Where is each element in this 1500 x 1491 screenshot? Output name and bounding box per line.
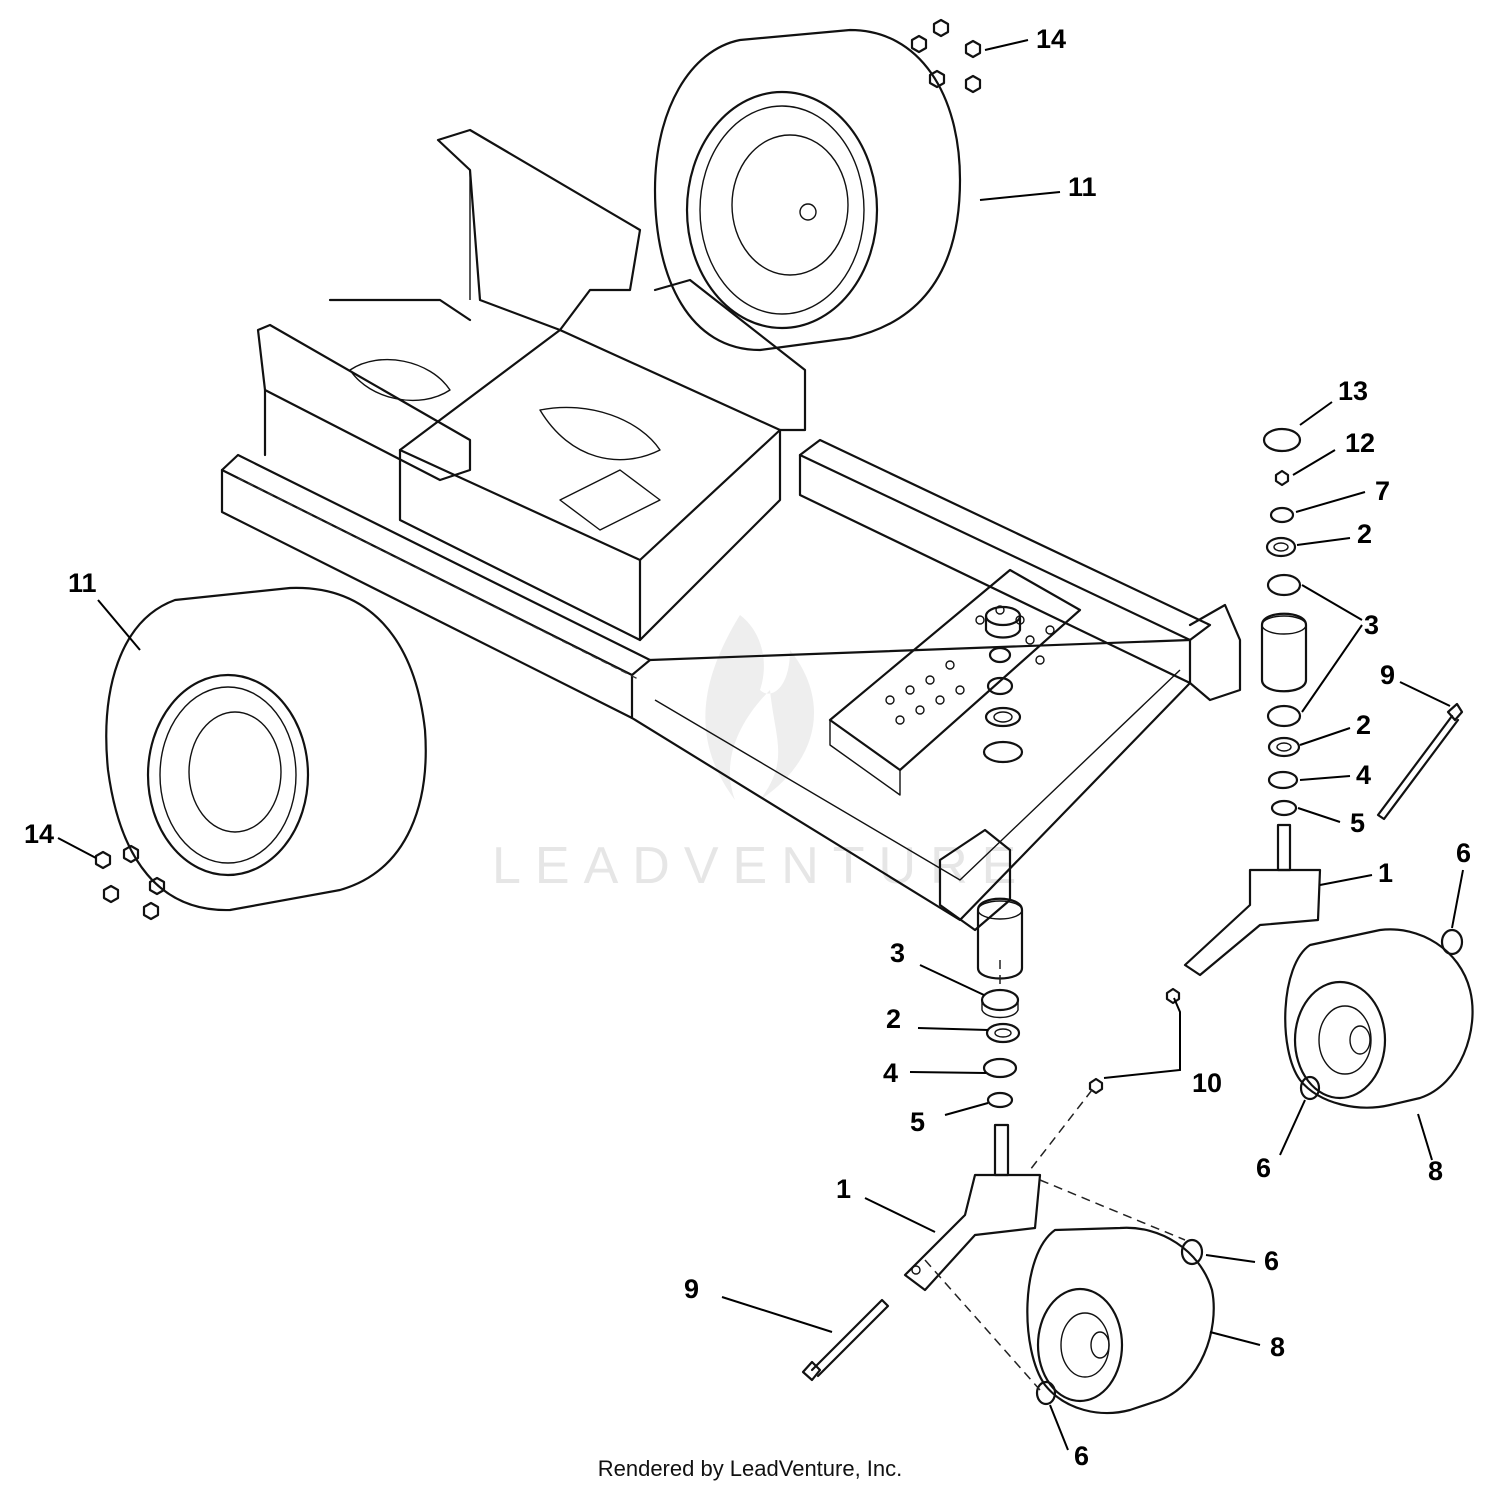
callout-2-right-bottom: 2	[1356, 710, 1371, 740]
callout-11-left: 11	[68, 568, 97, 598]
leadventure-watermark: LEADVENTURE	[492, 615, 1030, 895]
callout-14-left: 14	[24, 819, 54, 849]
callout-5-left: 5	[910, 1107, 925, 1137]
left-caster-stack	[903, 988, 1042, 1292]
callout-4-right: 4	[1356, 760, 1371, 790]
callout-2-right-top: 2	[1357, 519, 1372, 549]
callout-2-left: 2	[886, 1004, 901, 1034]
nut-10-top	[1165, 987, 1181, 1005]
callout-14-top: 14	[1036, 24, 1066, 54]
right-caster-stack	[1183, 427, 1322, 977]
callout-8-left: 8	[1270, 1332, 1285, 1362]
callout-8-right: 8	[1428, 1156, 1443, 1186]
nut-10-bottom	[1088, 1077, 1104, 1095]
callout-labels: 14 11 13 12 7 2 3 9 2 4 5 1 6 11 14 3 2 …	[24, 24, 1471, 1471]
callout-1-left: 1	[836, 1174, 851, 1204]
rear-wheel-left	[105, 586, 427, 912]
callout-7: 7	[1375, 476, 1390, 506]
callout-9-right: 9	[1380, 660, 1395, 690]
lug-nuts-left	[94, 844, 166, 921]
callout-11-top: 11	[1068, 172, 1097, 202]
caster-wheel-left	[1026, 1226, 1215, 1414]
callout-13: 13	[1338, 376, 1368, 406]
caster-wheel-right	[1284, 928, 1474, 1109]
callout-3-right: 3	[1364, 610, 1379, 640]
lug-nuts-top	[910, 18, 982, 94]
callout-10: 10	[1192, 1068, 1222, 1098]
callout-6-right-top: 6	[1456, 838, 1471, 868]
watermark-text: LEADVENTURE	[492, 837, 1030, 895]
callout-4-left: 4	[883, 1058, 898, 1088]
callout-6-right-bottom: 6	[1256, 1153, 1271, 1183]
callout-12: 12	[1345, 428, 1375, 458]
callout-leaders	[57, 39, 1464, 1451]
callout-9-left: 9	[684, 1274, 699, 1304]
callout-6-left-lower: 6	[1074, 1441, 1089, 1471]
render-credit: Rendered by LeadVenture, Inc.	[597, 1456, 903, 1481]
callout-5-right: 5	[1350, 808, 1365, 838]
callout-6-left-upper: 6	[1264, 1246, 1279, 1276]
plate-holes	[885, 605, 1055, 725]
assembly-dash-lines	[924, 960, 1186, 1391]
rear-wheel-top	[653, 28, 962, 352]
callout-1-right: 1	[1378, 858, 1393, 888]
bolt-right	[1376, 702, 1464, 821]
callout-3-left: 3	[890, 938, 905, 968]
mower-frame	[220, 128, 1308, 980]
bolt-left	[801, 1298, 890, 1382]
